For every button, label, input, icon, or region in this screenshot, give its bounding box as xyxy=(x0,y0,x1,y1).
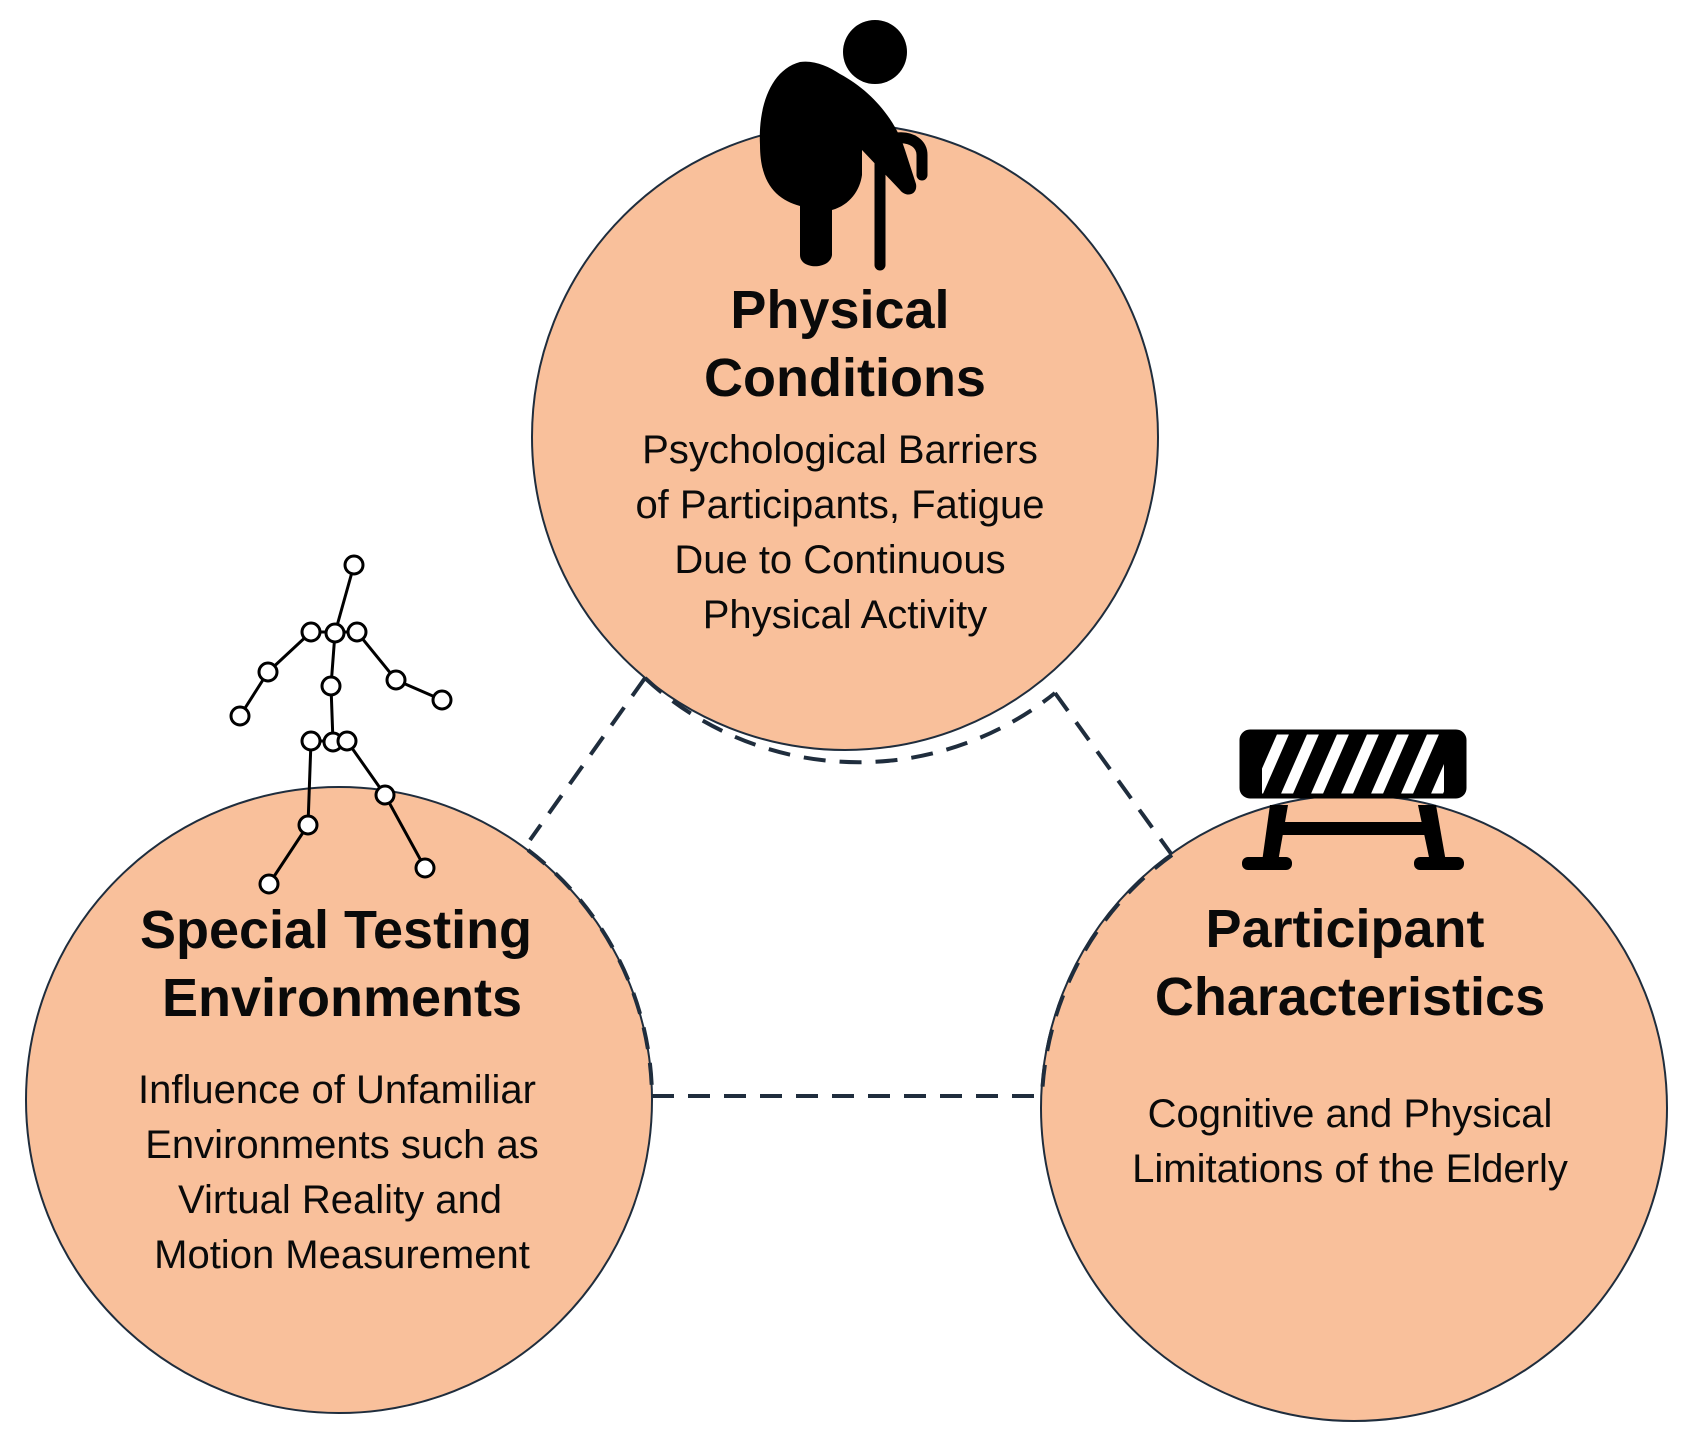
connector-arc-overlays xyxy=(526,676,1174,1097)
arc-overlay-top xyxy=(643,676,1057,765)
node-title-line: Special Testing xyxy=(140,900,532,960)
node-description-line: Motion Measurement xyxy=(154,1233,530,1277)
node-description-line: Environments such as xyxy=(145,1123,539,1167)
node-description-line: Influence of Unfamiliar xyxy=(138,1068,536,1112)
node-special-testing-environments: Special Testing Environments Influence o… xyxy=(138,900,539,1277)
node-physical-conditions: Physical Conditions Psychological Barrie… xyxy=(635,280,1044,637)
connector-physical-to-participant xyxy=(1053,691,1174,857)
node-title-line: Environments xyxy=(162,968,522,1028)
node-description-line: of Participants, Fatigue xyxy=(635,483,1044,527)
node-circles xyxy=(25,123,1668,1422)
node-title-line: Physical xyxy=(730,280,949,340)
node-participant-characteristics: Participant Characteristics Cognitive an… xyxy=(1132,899,1568,1191)
node-description-line: Due to Continuous xyxy=(674,538,1005,582)
node-description-line: Physical Activity xyxy=(703,593,988,637)
node-title-line: Conditions xyxy=(704,348,986,408)
elderly-person-with-cane-icon xyxy=(759,20,928,271)
node-description-line: Psychological Barriers xyxy=(642,428,1038,472)
node-description-line: Virtual Reality and xyxy=(178,1178,502,1222)
arc-overlay-right xyxy=(1040,853,1174,1097)
motion-capture-skeleton-icon xyxy=(229,554,453,895)
circle-special-testing-environments xyxy=(25,786,653,1414)
node-description-line: Limitations of the Elderly xyxy=(1132,1147,1568,1191)
node-title-line: Participant xyxy=(1205,899,1484,959)
arc-overlay-left xyxy=(526,848,654,1097)
node-title-line: Characteristics xyxy=(1155,967,1545,1027)
connector-physical-to-special xyxy=(528,676,647,842)
node-description-line: Cognitive and Physical xyxy=(1148,1092,1553,1136)
road-barrier-icon xyxy=(1239,729,1467,870)
connectors xyxy=(528,676,1174,1098)
